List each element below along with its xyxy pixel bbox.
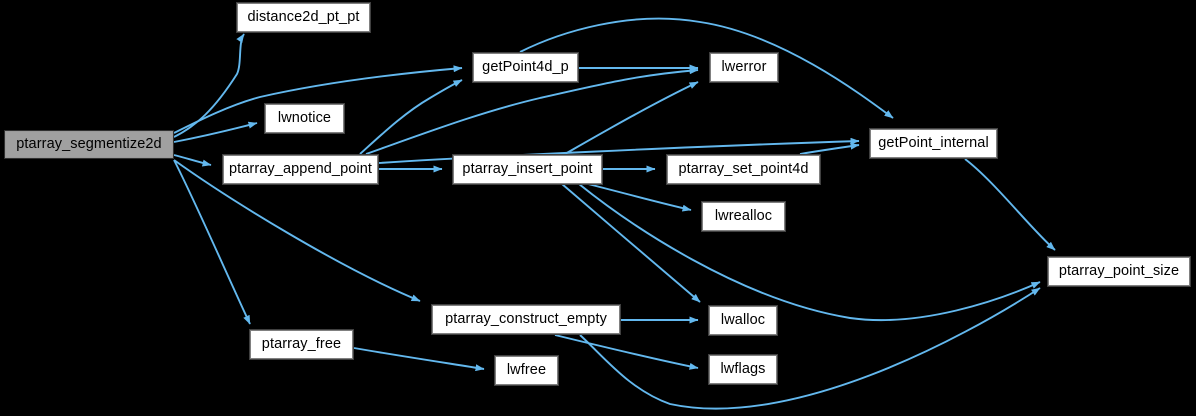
graph-node-ptarray-insert-point[interactable]: ptarray_insert_point	[452, 154, 603, 185]
call-edge	[579, 287, 1041, 410]
call-edge	[173, 33, 245, 138]
call-edge	[173, 154, 212, 167]
graph-node-ptarray-append-point[interactable]: ptarray_append_point	[222, 154, 379, 185]
call-edge	[173, 121, 258, 143]
call-edge	[561, 183, 701, 303]
graph-node-label: lwerror	[721, 59, 767, 76]
graph-node-ptarray-free[interactable]: ptarray_free	[249, 329, 354, 360]
call-edge	[365, 67, 699, 155]
graph-node-label: ptarray_point_size	[1058, 263, 1180, 280]
call-edge	[173, 159, 251, 325]
call-edge	[554, 334, 699, 370]
graph-node-label: getPoint_internal	[878, 135, 989, 152]
graph-node-label: distance2d_pt_pt	[247, 9, 360, 26]
call-edge	[173, 65, 463, 134]
graph-node-label: lwrealloc	[714, 208, 773, 225]
call-edge	[353, 347, 485, 372]
call-edge	[964, 158, 1056, 251]
graph-node-label: ptarray_insert_point	[462, 161, 593, 178]
graph-node-lwflags[interactable]: lwflags	[708, 354, 778, 385]
call-edge	[359, 79, 463, 155]
graph-node-label: ptarray_segmentize2d	[16, 136, 162, 153]
graph-node-label: lwfree	[506, 362, 547, 379]
graph-node-lwfree[interactable]: lwfree	[494, 355, 559, 386]
graph-node-label: getPoint4d_p	[482, 59, 569, 76]
graph-node-getPoint4d-p[interactable]: getPoint4d_p	[472, 52, 579, 83]
call-edge	[378, 137, 860, 164]
call-edge	[519, 17, 894, 119]
graph-node-label: lwalloc	[720, 312, 766, 329]
graph-node-label: ptarray_free	[261, 336, 342, 353]
call-edge	[587, 183, 692, 212]
graph-node-label: lwnotice	[277, 110, 332, 127]
graph-node-lwerror[interactable]: lwerror	[709, 52, 779, 83]
graph-node-ptarray-point-size[interactable]: ptarray_point_size	[1047, 256, 1191, 287]
graph-node-label: ptarray_set_point4d	[678, 161, 809, 178]
graph-node-lwalloc[interactable]: lwalloc	[708, 305, 778, 336]
graph-node-ptarray-construct-empty[interactable]: ptarray_construct_empty	[431, 304, 621, 335]
call-edge	[799, 142, 860, 155]
call-edge	[564, 81, 699, 155]
graph-node-ptarray-segmentize2d[interactable]: ptarray_segmentize2d	[4, 130, 174, 159]
graph-node-distance2d-pt-pt[interactable]: distance2d_pt_pt	[236, 2, 371, 33]
call-edge	[173, 159, 421, 302]
graph-node-label: ptarray_append_point	[228, 161, 373, 178]
graph-node-getPoint-internal[interactable]: getPoint_internal	[869, 128, 998, 159]
graph-node-lwrealloc[interactable]: lwrealloc	[701, 201, 786, 232]
graph-node-lwnotice[interactable]: lwnotice	[264, 103, 345, 134]
call-edge	[578, 183, 1041, 322]
graph-node-label: lwflags	[720, 361, 766, 378]
graph-node-ptarray-set-point4d[interactable]: ptarray_set_point4d	[666, 154, 821, 185]
graph-node-label: ptarray_construct_empty	[445, 311, 607, 328]
